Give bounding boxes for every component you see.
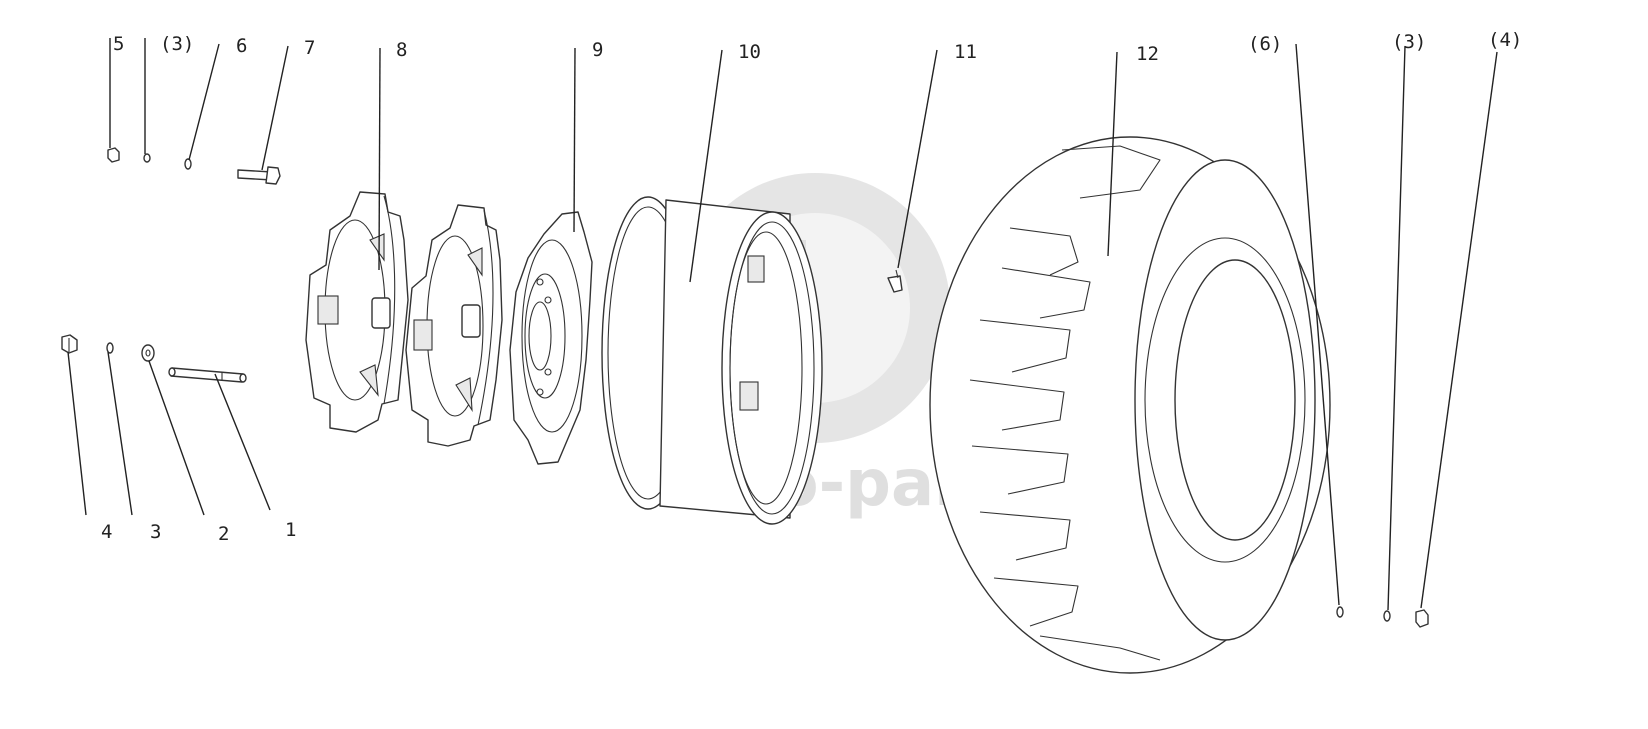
callout-1: 1 bbox=[285, 519, 296, 541]
part-7-bolt bbox=[237, 166, 281, 185]
callout-labels: 5 (3) 6 7 8 9 10 11 12 (6) (3) (4) 4 3 2… bbox=[101, 29, 1522, 545]
callout-6: 6 bbox=[236, 35, 247, 57]
callout-11: 11 bbox=[954, 41, 977, 63]
part-3-lock-washer bbox=[106, 342, 114, 354]
leader-lines bbox=[67, 38, 1498, 611]
part-3-lock-washer-top bbox=[143, 153, 151, 163]
part-9-hub-plate bbox=[509, 211, 593, 465]
callout-7: 7 bbox=[304, 37, 315, 59]
part-8-wheel-weight-b bbox=[405, 204, 503, 447]
callout-4: 4 bbox=[101, 521, 112, 543]
callout-4-right: (4) bbox=[1488, 29, 1522, 51]
part-6-washer bbox=[184, 158, 192, 170]
callout-3-top: (3) bbox=[160, 33, 194, 55]
part-6-washer-right bbox=[1336, 606, 1344, 618]
part-5-nut bbox=[107, 147, 120, 163]
callout-8: 8 bbox=[396, 39, 407, 61]
part-4-nut-right bbox=[1415, 609, 1429, 628]
part-4-nut bbox=[61, 334, 78, 354]
callout-9: 9 bbox=[592, 39, 603, 61]
part-1-stud bbox=[168, 367, 247, 383]
callout-10: 10 bbox=[738, 41, 761, 63]
callout-2: 2 bbox=[218, 523, 229, 545]
part-3-lock-washer-right bbox=[1383, 610, 1391, 622]
part-11-valve bbox=[887, 269, 903, 293]
callout-6-right: (6) bbox=[1248, 33, 1282, 55]
part-10-rim bbox=[601, 196, 823, 525]
callout-3: 3 bbox=[150, 521, 161, 543]
callout-12: 12 bbox=[1136, 43, 1159, 65]
part-12-tire bbox=[929, 136, 1331, 674]
part-8-wheel-weight-a bbox=[305, 191, 409, 433]
part-2-washer bbox=[141, 344, 155, 362]
callout-5: 5 bbox=[113, 33, 124, 55]
callout-3-right: (3) bbox=[1392, 31, 1426, 53]
